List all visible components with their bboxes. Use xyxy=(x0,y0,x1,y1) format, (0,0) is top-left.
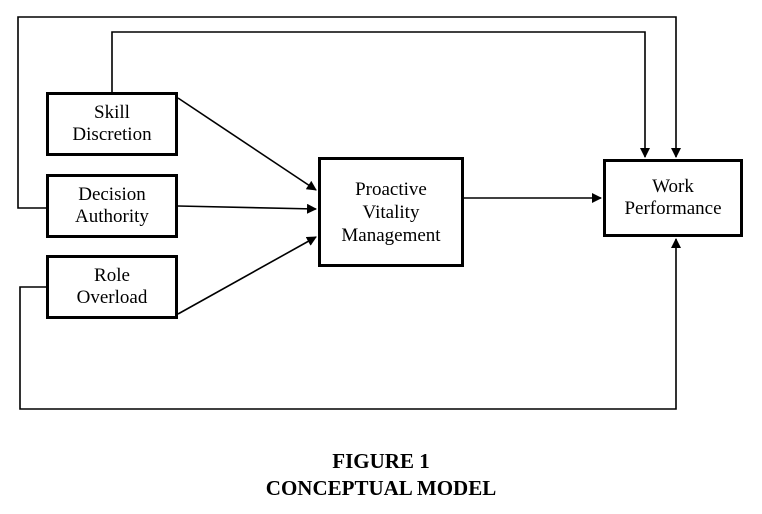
node-decision-authority: Decision Authority xyxy=(46,174,178,238)
arrow-skill-to-pvm xyxy=(177,97,317,191)
node-work-performance: Work Performance xyxy=(603,159,743,237)
arrow-decision-to-pvm xyxy=(177,203,317,214)
figure-number: FIGURE 1 xyxy=(332,449,430,473)
arrow-skill-to-work-direct xyxy=(111,31,650,158)
arrow-decision-to-work-direct xyxy=(17,16,681,209)
node-role-overload: Role Overload xyxy=(46,255,178,319)
node-proactive-vitality-management: Proactive Vitality Management xyxy=(318,157,464,267)
figure-title: CONCEPTUAL MODEL xyxy=(265,476,497,500)
arrow-role-to-work-direct xyxy=(19,238,681,410)
arrow-role-to-pvm xyxy=(177,236,317,315)
node-skill-discretion: Skill Discretion xyxy=(46,92,178,156)
conceptual-model-diagram xyxy=(17,16,681,410)
figure-caption: FIGURE 1 CONCEPTUAL MODEL xyxy=(0,448,762,502)
